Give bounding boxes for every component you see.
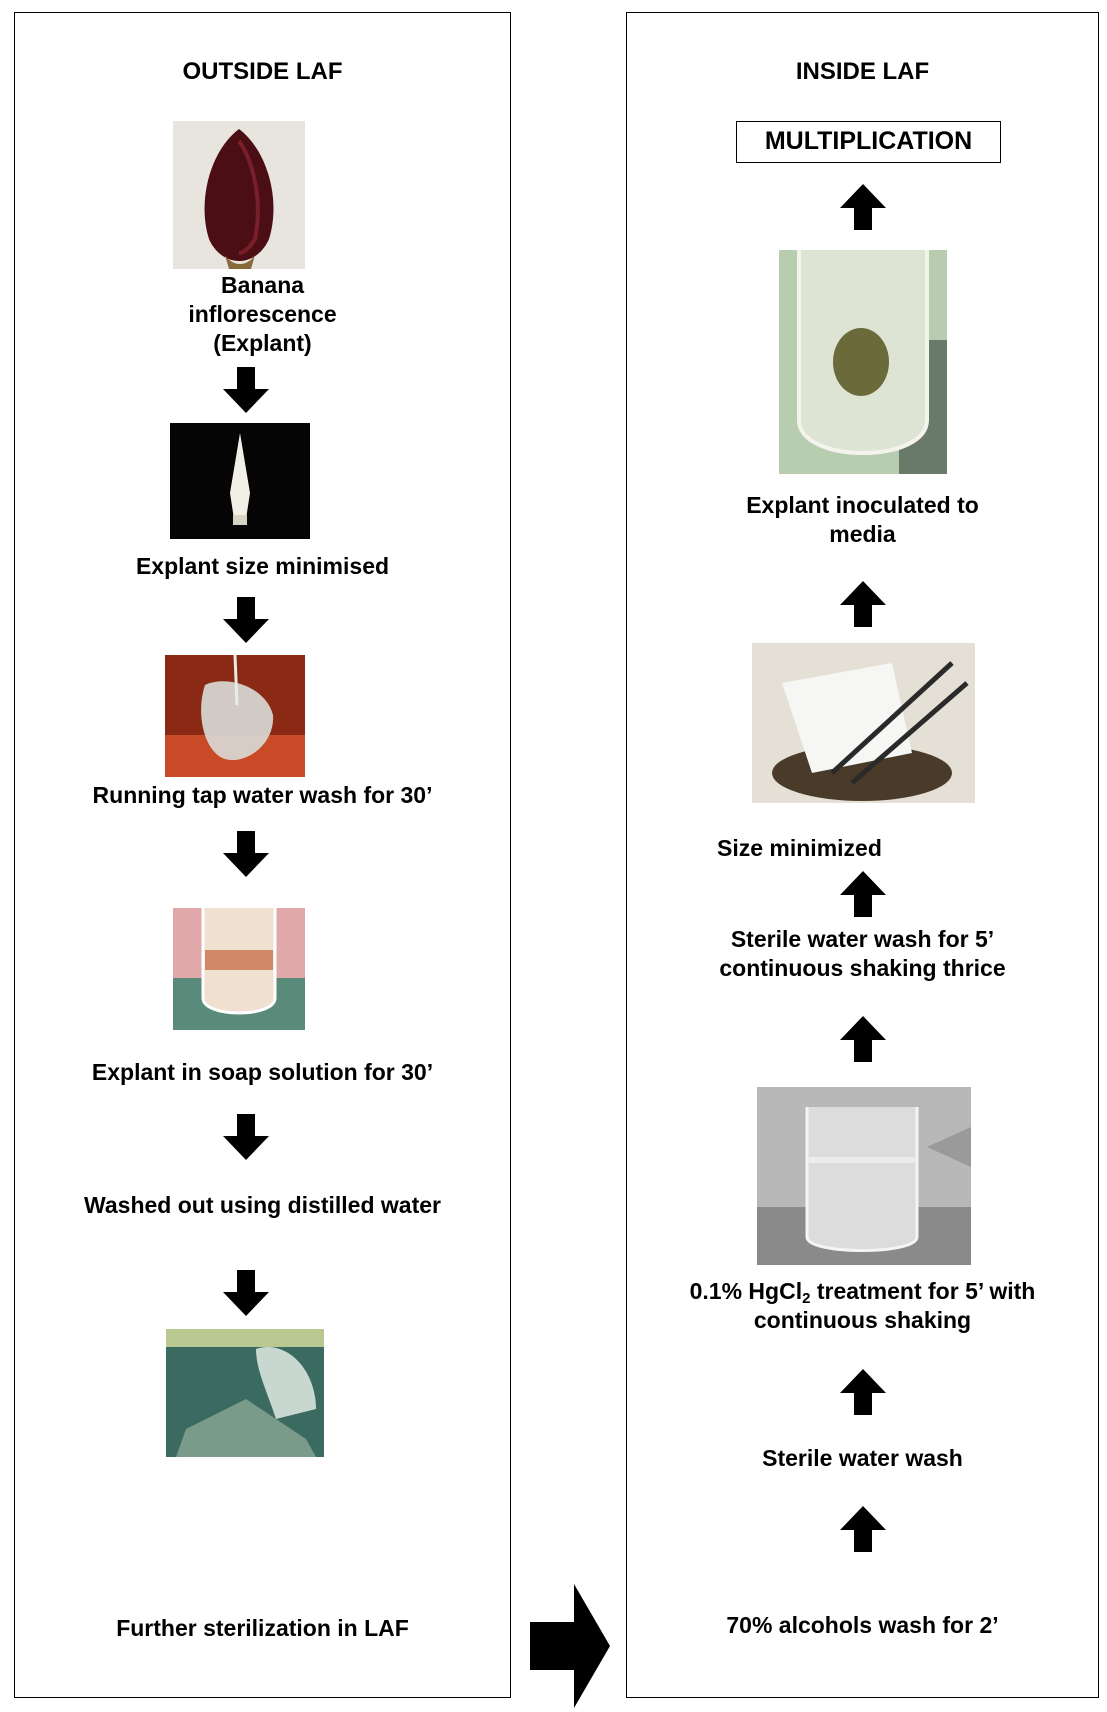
step-explant-line2: inflorescence	[188, 301, 337, 327]
inside-laf-header: INSIDE LAF	[795, 58, 930, 85]
soap-solution-photo	[173, 908, 305, 1030]
arrow-down-icon	[223, 831, 269, 877]
step-sterile-wash-line2: continuous shaking thrice	[719, 955, 1006, 981]
step-hgcl2-line1: 0.1% HgCl2 treatment for 5’ with	[689, 1278, 1036, 1307]
step-alcohol-wash: 70% alcohols wash for 2’	[726, 1612, 999, 1638]
arrow-down-icon	[223, 1114, 269, 1160]
step-explant-line1: Banana	[220, 272, 305, 298]
banana-inflorescence-photo	[173, 121, 305, 269]
multiplication-box: MULTIPLICATION	[736, 121, 1001, 163]
step-inoculated-line2: media	[829, 521, 896, 547]
inside-laf-panel: INSIDE LAF MULTIPLICATION Explant inocul…	[626, 12, 1099, 1698]
arrow-down-icon	[223, 597, 269, 643]
arrow-right-icon	[530, 1584, 610, 1708]
inoculated-tube-photo	[779, 250, 947, 474]
explant-size-photo	[170, 423, 310, 539]
arrow-up-icon	[840, 581, 886, 627]
arrow-up-icon	[840, 184, 886, 230]
step-explant-line3: (Explant)	[213, 330, 312, 356]
step-size-minimized: Size minimized	[717, 835, 882, 861]
step-distilled-water: Washed out using distilled water	[84, 1192, 441, 1218]
arrow-up-icon	[840, 1506, 886, 1552]
step-further-sterilization: Further sterilization in LAF	[116, 1615, 409, 1641]
outside-laf-header: OUTSIDE LAF	[182, 58, 343, 85]
hgcl2-beaker-photo	[757, 1087, 971, 1265]
arrow-up-icon	[840, 1369, 886, 1415]
step-sterile-wash-line1: Sterile water wash for 5’	[730, 926, 995, 952]
outside-laf-panel: OUTSIDE LAF Banana inflorescence (Explan…	[14, 12, 511, 1698]
arrow-down-icon	[223, 1270, 269, 1316]
step-explant-size: Explant size minimised	[135, 553, 390, 579]
laf-sterilization-photo	[166, 1329, 324, 1457]
arrow-up-icon	[840, 1016, 886, 1062]
step-soap-solution: Explant in soap solution for 30’	[91, 1059, 434, 1085]
step-inoculated-line1: Explant inoculated to	[746, 492, 979, 518]
arrow-up-icon	[840, 871, 886, 917]
step-sterile-water: Sterile water wash	[762, 1445, 963, 1471]
step-hgcl2-line2: continuous shaking	[753, 1307, 972, 1333]
size-minimized-photo	[752, 643, 975, 803]
tap-water-photo	[165, 655, 305, 777]
arrow-down-icon	[223, 367, 269, 413]
step-tap-water: Running tap water wash for 30’	[92, 782, 433, 808]
